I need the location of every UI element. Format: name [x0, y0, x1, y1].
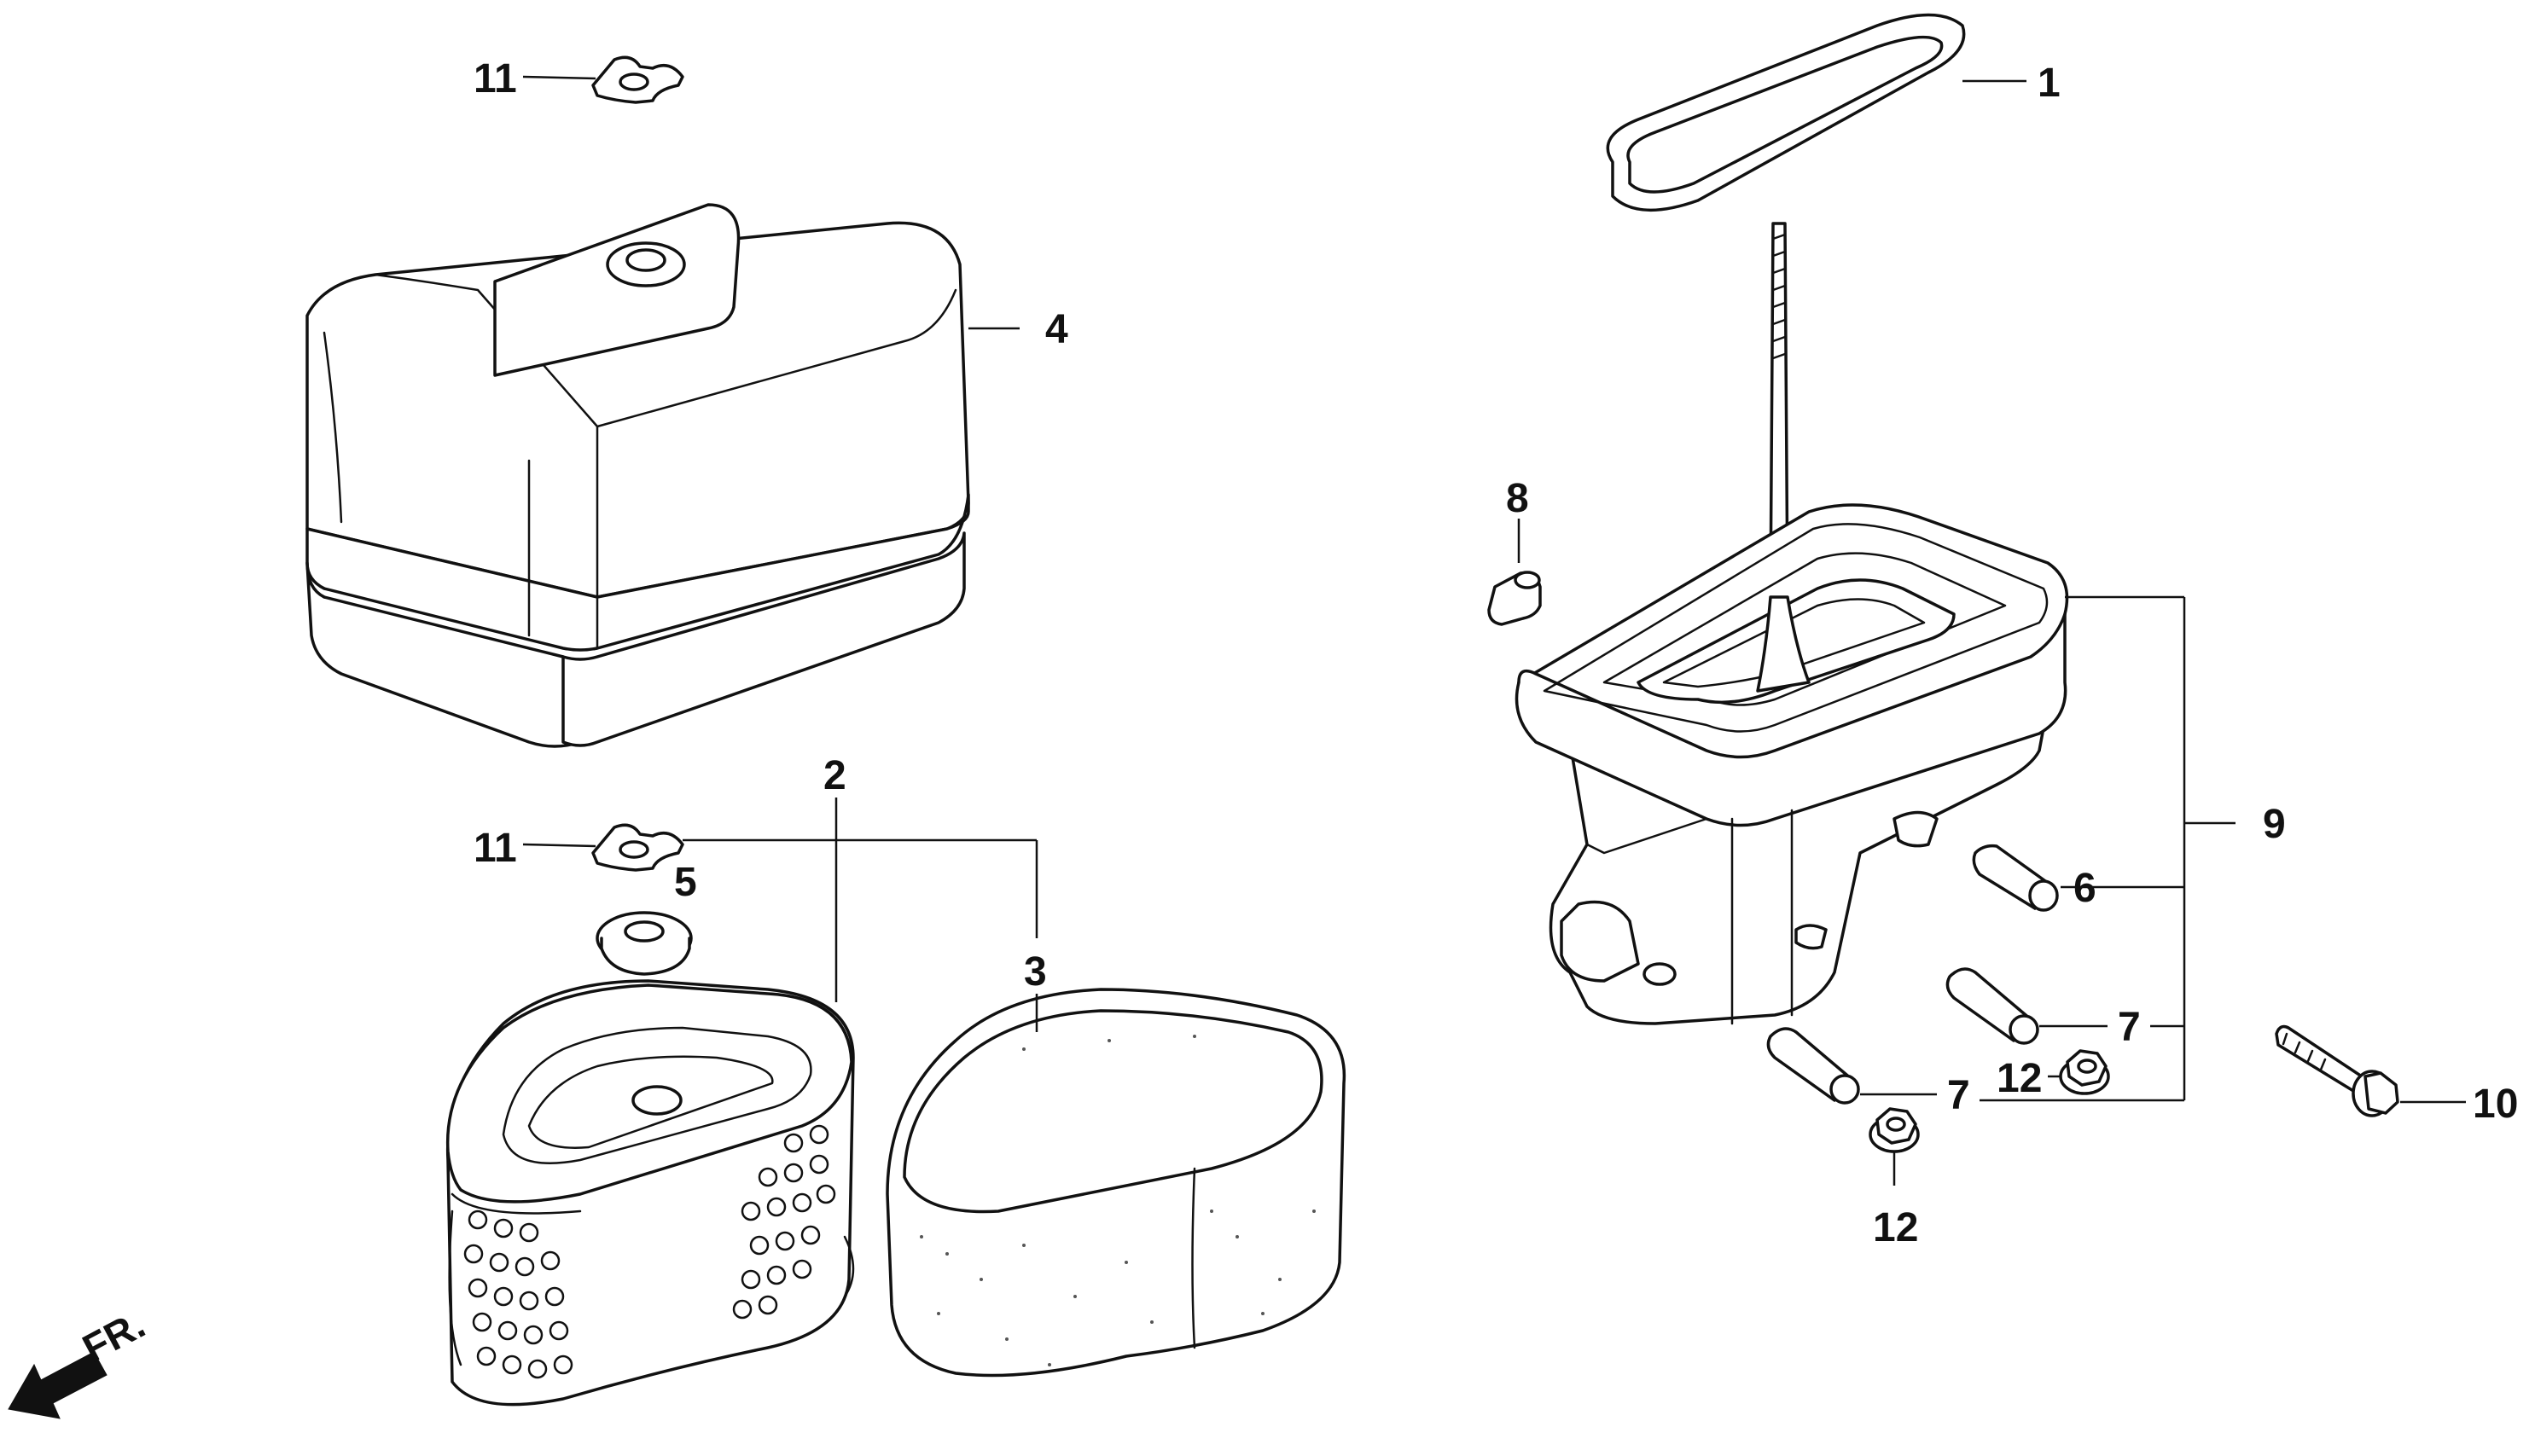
grommet-seal [596, 911, 693, 976]
wing-nut-top [591, 55, 684, 104]
foam-filter-element [886, 988, 1346, 1378]
callout-8: 8 [1506, 476, 1529, 521]
collar-6 [1972, 844, 2059, 912]
air-cleaner-cover [305, 203, 970, 748]
air-cleaner-case [1515, 503, 2069, 1025]
leader-lines [522, 75, 2466, 1186]
callout-11-middle: 11 [474, 826, 517, 871]
callout-4: 4 [1045, 307, 1068, 352]
callout-1: 1 [2038, 61, 2061, 106]
callout-12-lower: 12 [1873, 1205, 1918, 1250]
collar-7-upper [1945, 967, 2039, 1045]
callout-11-top: 11 [474, 56, 517, 102]
callout-5: 5 [674, 860, 697, 905]
flange-nut-lower [1869, 1107, 1920, 1153]
foam-texture [920, 1035, 1316, 1366]
callout-6: 6 [2073, 866, 2096, 911]
collar-8 [1487, 571, 1542, 626]
callout-2: 2 [823, 753, 846, 798]
paper-filter-element [445, 979, 855, 1407]
filter-perforations [463, 1124, 836, 1379]
collar-7-lower [1766, 1027, 1860, 1105]
callout-9: 9 [2263, 802, 2286, 847]
callout-7-lower: 7 [1947, 1073, 1970, 1118]
callout-12-right: 12 [1997, 1056, 2042, 1101]
flange-bolt [2275, 1024, 2399, 1117]
wing-nut-middle [591, 823, 684, 872]
arrow-down-left-icon [8, 1351, 108, 1419]
flange-nut-right [2059, 1049, 2110, 1095]
callout-10: 10 [2473, 1082, 2518, 1127]
callout-3: 3 [1024, 949, 1047, 995]
gasket [1606, 13, 1966, 212]
front-direction-marker: FR. [8, 1302, 152, 1419]
callout-7-upper: 7 [2118, 1005, 2141, 1050]
